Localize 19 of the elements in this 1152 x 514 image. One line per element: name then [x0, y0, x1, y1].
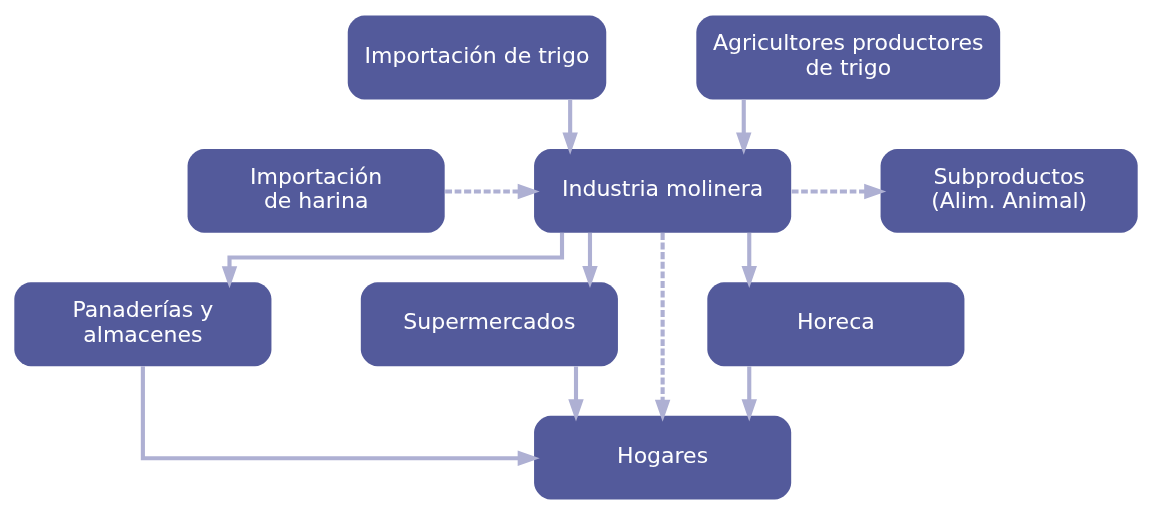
arrow: [562, 99, 578, 155]
node-box: Horeca: [707, 281, 965, 366]
arrow: [445, 183, 540, 199]
arrow: [741, 365, 757, 421]
arrow: [654, 232, 671, 422]
node-box: Importación de harina: [187, 148, 445, 233]
node-box: Hogares: [534, 415, 792, 499]
node-box: Panaderías y almacenes: [14, 281, 272, 366]
arrow: [741, 232, 757, 288]
node-box: Supermercados: [360, 281, 618, 366]
arrow: [582, 232, 598, 288]
arrow: [736, 99, 752, 155]
node-box: Agricultores productores de trigo: [696, 15, 1001, 99]
node-box: Importación de trigo: [347, 15, 607, 99]
node-box: Industria molinera: [534, 148, 792, 233]
arrow: [140, 365, 540, 466]
node-box: Subproductos (Alim. Animal): [880, 148, 1138, 233]
arrow: [568, 365, 584, 421]
arrow: [791, 183, 887, 199]
